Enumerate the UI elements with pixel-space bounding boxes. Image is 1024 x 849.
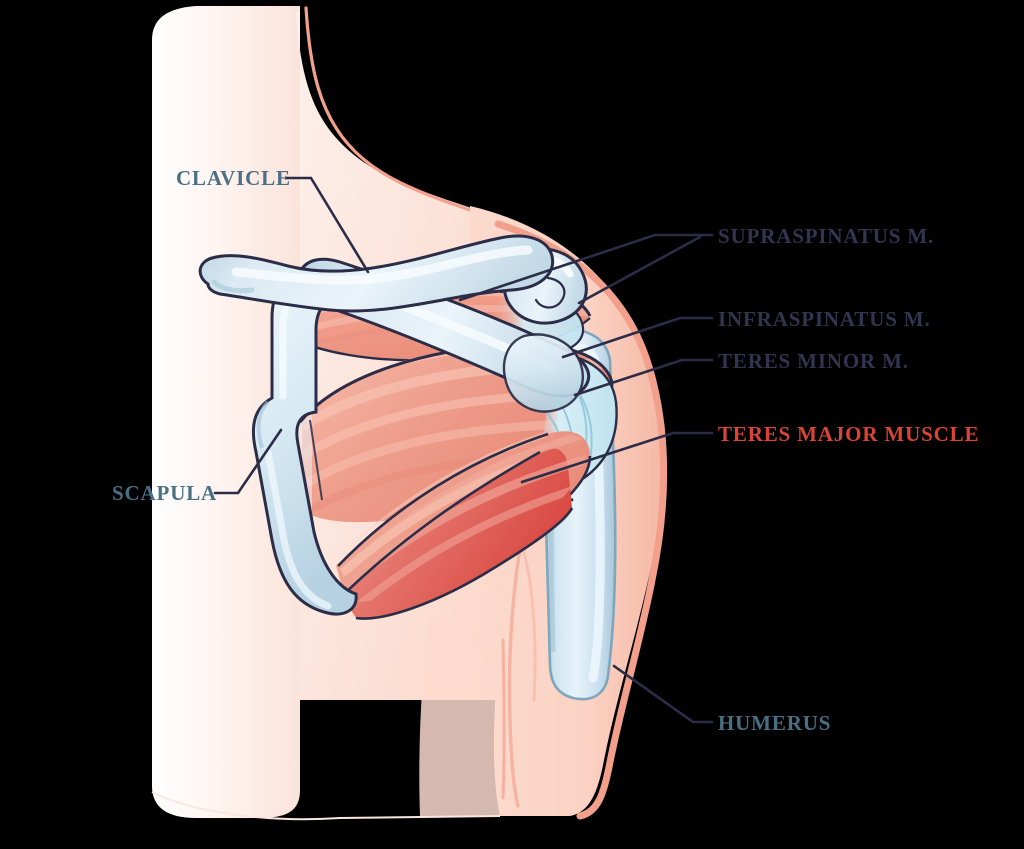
- label-scapula: SCAPULA: [112, 481, 218, 505]
- label-clavicle: CLAVICLE: [176, 166, 291, 190]
- teres-minor-upper-outline: [337, 432, 549, 567]
- scapula-inferior-highlight: [264, 448, 332, 610]
- leader-line-clavicle: [284, 176, 370, 274]
- scapula-inner-line: [309, 419, 323, 501]
- humerus-highlight: [564, 343, 605, 683]
- clavicle-sternal-end-shading: [211, 279, 255, 294]
- teres-major-lower-outline: [355, 507, 574, 620]
- neck-contour-line: [304, 6, 510, 226]
- arm-outer-edge: [494, 220, 668, 820]
- glenohumeral-joint: [502, 333, 584, 413]
- clavicle-highlight: [231, 245, 533, 285]
- acromion-curl: [534, 276, 566, 309]
- leader-line-teres-minor: [573, 358, 714, 397]
- clavicle-bone: [198, 234, 555, 313]
- arm-inner-crease: [501, 638, 506, 800]
- scapula-neck-shadow: [256, 400, 270, 449]
- leader-line-scapula: [213, 428, 283, 495]
- label-teres-minor: TERES MINOR M.: [718, 349, 909, 373]
- arm-inner-crease-2: [507, 546, 522, 808]
- leader-line-infraspinatus: [561, 316, 714, 359]
- label-humerus: HUMERUS: [718, 711, 832, 735]
- leader-line-supraspinatus: [458, 233, 714, 305]
- leader-line-teres-major: [520, 431, 714, 484]
- axilla-fold: [419, 616, 505, 816]
- label-teres-major: TERES MAJOR MUSCLE: [718, 422, 980, 446]
- bicep-crease: [521, 546, 537, 702]
- label-supraspinatus: SUPRASPINATUS M.: [718, 224, 935, 248]
- torso-bottom-edge: [151, 791, 501, 821]
- torso-shape: [152, 6, 300, 818]
- teres-major-outline: [341, 450, 541, 597]
- leader-line-humerus: [612, 664, 714, 724]
- clavicle-shape: [198, 234, 555, 313]
- leader-lines-group: [213, 176, 714, 724]
- label-infraspinatus: INFRASPINATUS M.: [718, 307, 931, 331]
